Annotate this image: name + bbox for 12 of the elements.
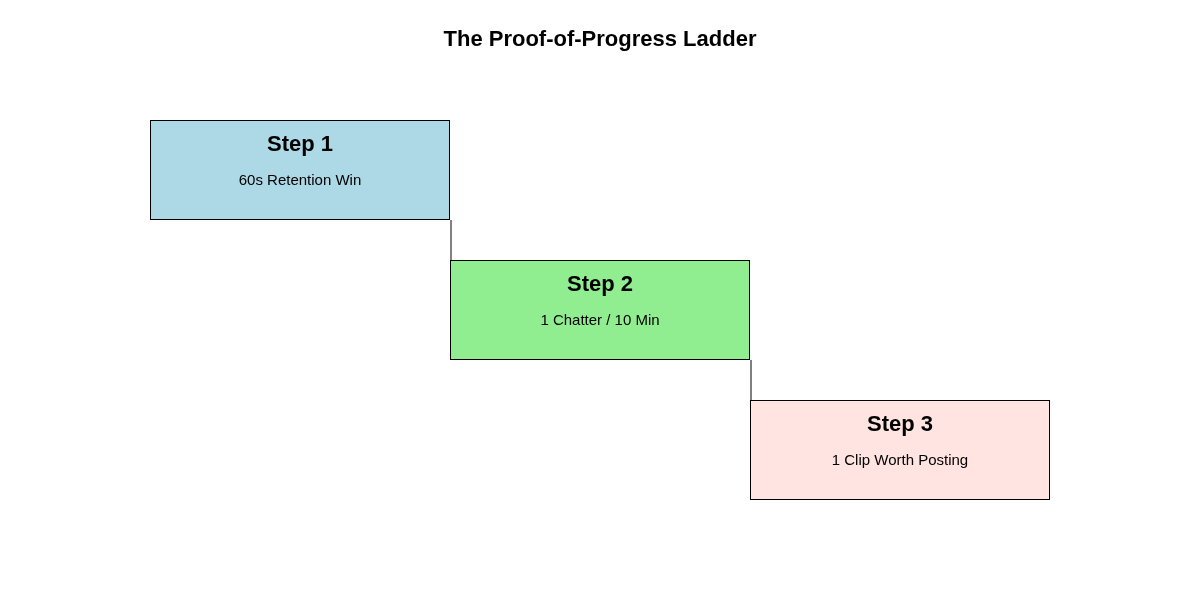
step-box [150,120,450,220]
step-box [750,400,1050,500]
step-title: Step 1 [266,131,334,157]
step-title: Step 3 [866,411,934,437]
connector-line [450,219,452,261]
step-description: 60s Retention Win [237,171,363,188]
step-box [450,260,750,360]
step-title: Step 2 [566,271,634,297]
diagram-title: The Proof-of-Progress Ladder [442,26,758,52]
step-description: 1 Clip Worth Posting [830,451,970,468]
step-description: 1 Chatter / 10 Min [539,311,661,328]
connector-line [750,359,752,401]
